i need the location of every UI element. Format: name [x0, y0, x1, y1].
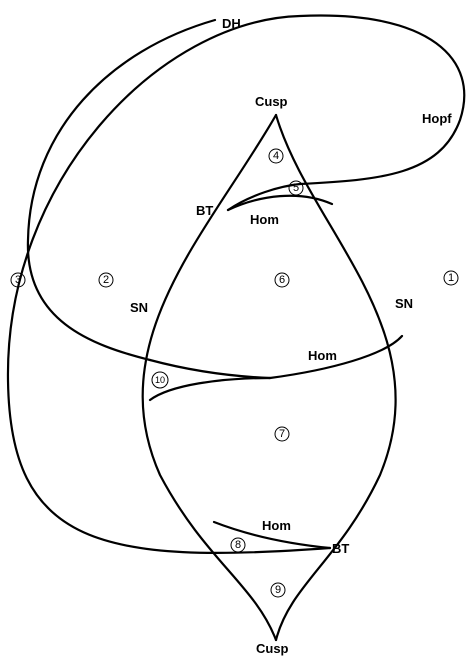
region-marker-5: 5	[288, 180, 304, 196]
svg-text:9: 9	[275, 584, 281, 596]
hom-bottom-label: Hom	[262, 518, 291, 533]
svg-text:7: 7	[279, 428, 285, 440]
svg-text:1: 1	[448, 272, 454, 284]
hom-top-label: Hom	[250, 212, 279, 227]
dh-label: DH	[222, 16, 241, 31]
svg-text:8: 8	[235, 539, 241, 551]
sn-right-label: SN	[395, 296, 413, 311]
hopf-curve	[6, 14, 466, 555]
svg-text:2: 2	[103, 274, 109, 286]
sn-left-curve	[141, 113, 278, 642]
region-marker-1: 1	[443, 270, 459, 286]
region-marker-3: 3	[10, 272, 26, 288]
hopf-inner-curve	[26, 18, 217, 362]
sn-left-label: SN	[130, 300, 148, 315]
region-marker-4: 4	[268, 148, 284, 164]
hom-middle-label: Hom	[308, 348, 337, 363]
svg-text:6: 6	[279, 274, 285, 286]
region-marker-6: 6	[274, 272, 290, 288]
hopf-label: Hopf	[422, 111, 452, 126]
cusp-bottom-label: Cusp	[256, 641, 289, 656]
hom-top-curve	[226, 194, 334, 212]
region-marker-2: 2	[98, 272, 114, 288]
bt-top-label: BT	[196, 203, 213, 218]
hom-bottom-curve	[212, 520, 332, 550]
svg-text:5: 5	[293, 182, 299, 194]
region-marker-8: 8	[230, 537, 246, 553]
region-marker-10: 10	[151, 371, 169, 389]
region-marker-7: 7	[274, 426, 290, 442]
svg-text:3: 3	[15, 274, 21, 286]
region-marker-9: 9	[270, 582, 286, 598]
svg-text:4: 4	[273, 150, 279, 162]
cusp-top-label: Cusp	[255, 94, 288, 109]
svg-text:10: 10	[155, 375, 165, 385]
sn-right-curve	[274, 113, 397, 642]
hom-middle-curve	[268, 334, 404, 380]
hopf-inner-to-hom	[148, 358, 272, 380]
bt-bottom-label: BT	[332, 541, 349, 556]
hom-middle-lower-curve	[148, 376, 272, 402]
